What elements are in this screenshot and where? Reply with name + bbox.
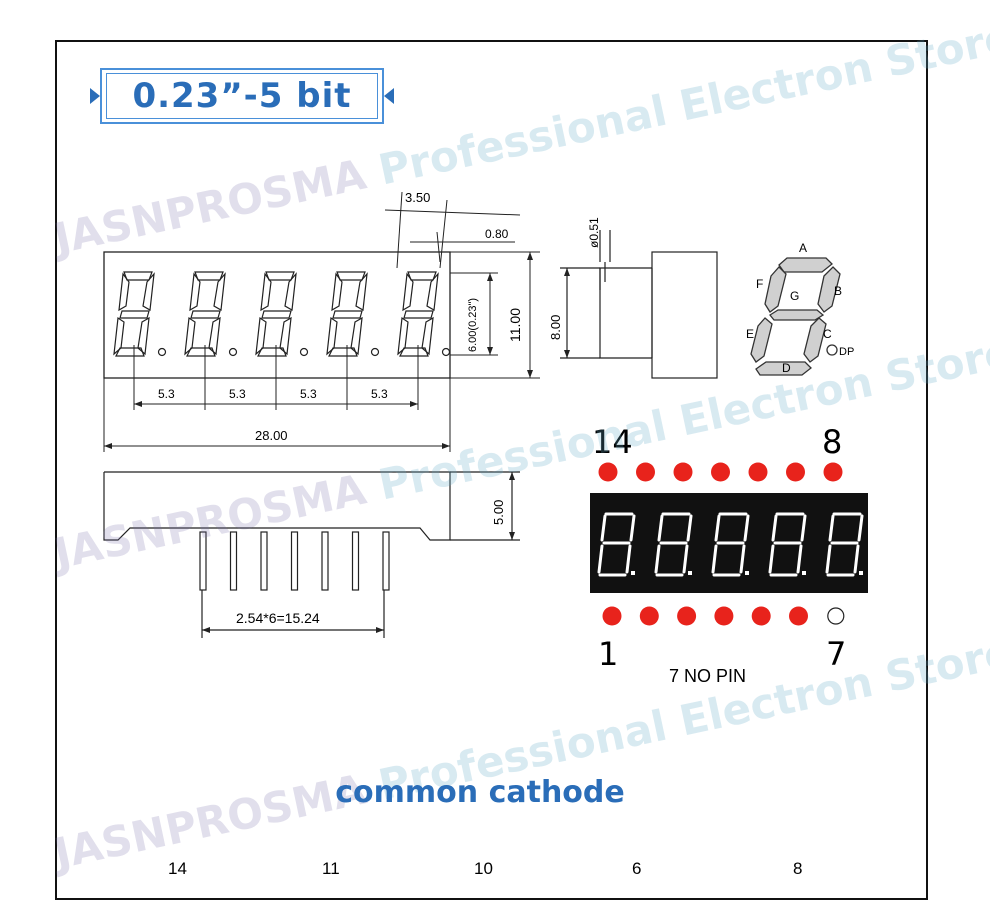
pin-leg: [382, 531, 390, 591]
pin-dot-bottom: [602, 606, 622, 626]
title-arrow-right-icon: [384, 88, 394, 104]
title-box: [100, 68, 384, 124]
caption: common cathode: [335, 775, 625, 810]
display-digit: [768, 512, 807, 577]
pitch-label: 5.3: [371, 387, 388, 401]
display-digit: [597, 512, 636, 577]
segment-a: [778, 257, 833, 273]
pin-dot-empty: [827, 607, 845, 625]
bottom-number: 10: [474, 859, 493, 878]
dim-11-00: 11.00: [507, 308, 523, 342]
front-digit: [397, 271, 451, 357]
segment-b: [817, 266, 841, 313]
segment-g: [769, 309, 825, 321]
dim-5-00: 5.00: [491, 500, 506, 525]
front-dimensions: [103, 191, 540, 452]
pin-dot-bottom: [789, 606, 808, 626]
dim-28-00: 28.00: [255, 428, 288, 443]
seg-label-dp: DP: [839, 346, 854, 358]
pitch-label: 5.3: [158, 387, 175, 401]
seg-label-d: D: [782, 361, 791, 375]
lit-digits: [597, 512, 864, 577]
pin-leg: [290, 531, 299, 591]
technical-drawing: 3.50 0.80 6.00(0.23") 11.00 5.3 5.3 5.3 …: [103, 190, 868, 878]
pin-dot-top: [598, 462, 618, 482]
side-view: [560, 230, 718, 379]
front-dim-arrows: [104, 252, 533, 449]
segment-d: [755, 361, 812, 376]
display-digit: [825, 512, 864, 577]
dim-0-80: 0.80: [485, 227, 509, 241]
front-digit: [326, 271, 380, 357]
pin-label-8: 8: [822, 423, 842, 461]
seg-label-b: B: [834, 284, 842, 298]
seg-label-e: E: [746, 327, 754, 341]
pin-dot-bottom: [714, 606, 734, 626]
pin-leg: [351, 531, 360, 591]
seg-label-g: G: [790, 289, 799, 303]
pin-dot-top: [786, 462, 805, 482]
pin-label-7: 7: [826, 635, 846, 673]
segment-diagram: [750, 257, 841, 376]
pin-dots: [598, 462, 845, 626]
diagram-root: 0.23”-5 bit: [50, 12, 990, 900]
pin-dot-top: [673, 462, 693, 482]
front-digit: [113, 271, 167, 357]
segment-f: [764, 266, 787, 313]
pin-leg: [199, 531, 207, 591]
display-digit: [654, 512, 693, 577]
pin-dot-top: [748, 462, 768, 482]
front-digit: [255, 271, 309, 357]
title-box-inner: [106, 73, 378, 119]
dim-8-00: 8.00: [548, 315, 563, 340]
pin-dot-bottom: [639, 606, 659, 626]
dim-6-00: 6.00(0.23"): [467, 298, 479, 352]
front-digits: [113, 271, 451, 357]
pin-dot-bottom: [677, 606, 697, 626]
pin-label-1: 1: [598, 635, 618, 673]
front-digit: [184, 271, 238, 357]
pin-label-14: 14: [592, 423, 633, 461]
seg-label-a: A: [799, 241, 807, 255]
no-pin-note: 7 NO PIN: [669, 666, 746, 686]
segment-c: [803, 317, 827, 363]
bottom-view: [103, 471, 520, 638]
pin-leg: [321, 531, 329, 591]
display-digit: [711, 512, 750, 577]
pin-dot-top: [711, 462, 730, 482]
pitch-label: 5.3: [300, 387, 317, 401]
pitch-label: 5.3: [229, 387, 246, 401]
pin-dot-top: [823, 462, 843, 482]
bottom-pins: [199, 531, 390, 591]
pin-leg: [260, 531, 268, 591]
bottom-number: 14: [168, 859, 187, 878]
seg-label-c: C: [823, 327, 832, 341]
pin-dot-top: [636, 462, 655, 482]
bottom-number: 8: [793, 859, 802, 878]
seg-label-f: F: [756, 277, 763, 291]
dim-pin-span: 2.54*6=15.24: [236, 610, 320, 626]
segment-e: [750, 317, 773, 363]
pin-dot-bottom: [751, 606, 771, 626]
title: 0.23”-5 bit: [132, 76, 352, 116]
pin-leg: [229, 531, 238, 591]
bottom-number: 11: [322, 859, 340, 878]
segment-dp: [826, 344, 838, 356]
dim-pin-diameter: ø0.51: [587, 217, 601, 248]
title-arrow-left-icon: [90, 88, 100, 104]
dim-3-50: 3.50: [405, 190, 430, 205]
front-body-outline: [103, 251, 451, 379]
bottom-number: 6: [632, 859, 641, 878]
